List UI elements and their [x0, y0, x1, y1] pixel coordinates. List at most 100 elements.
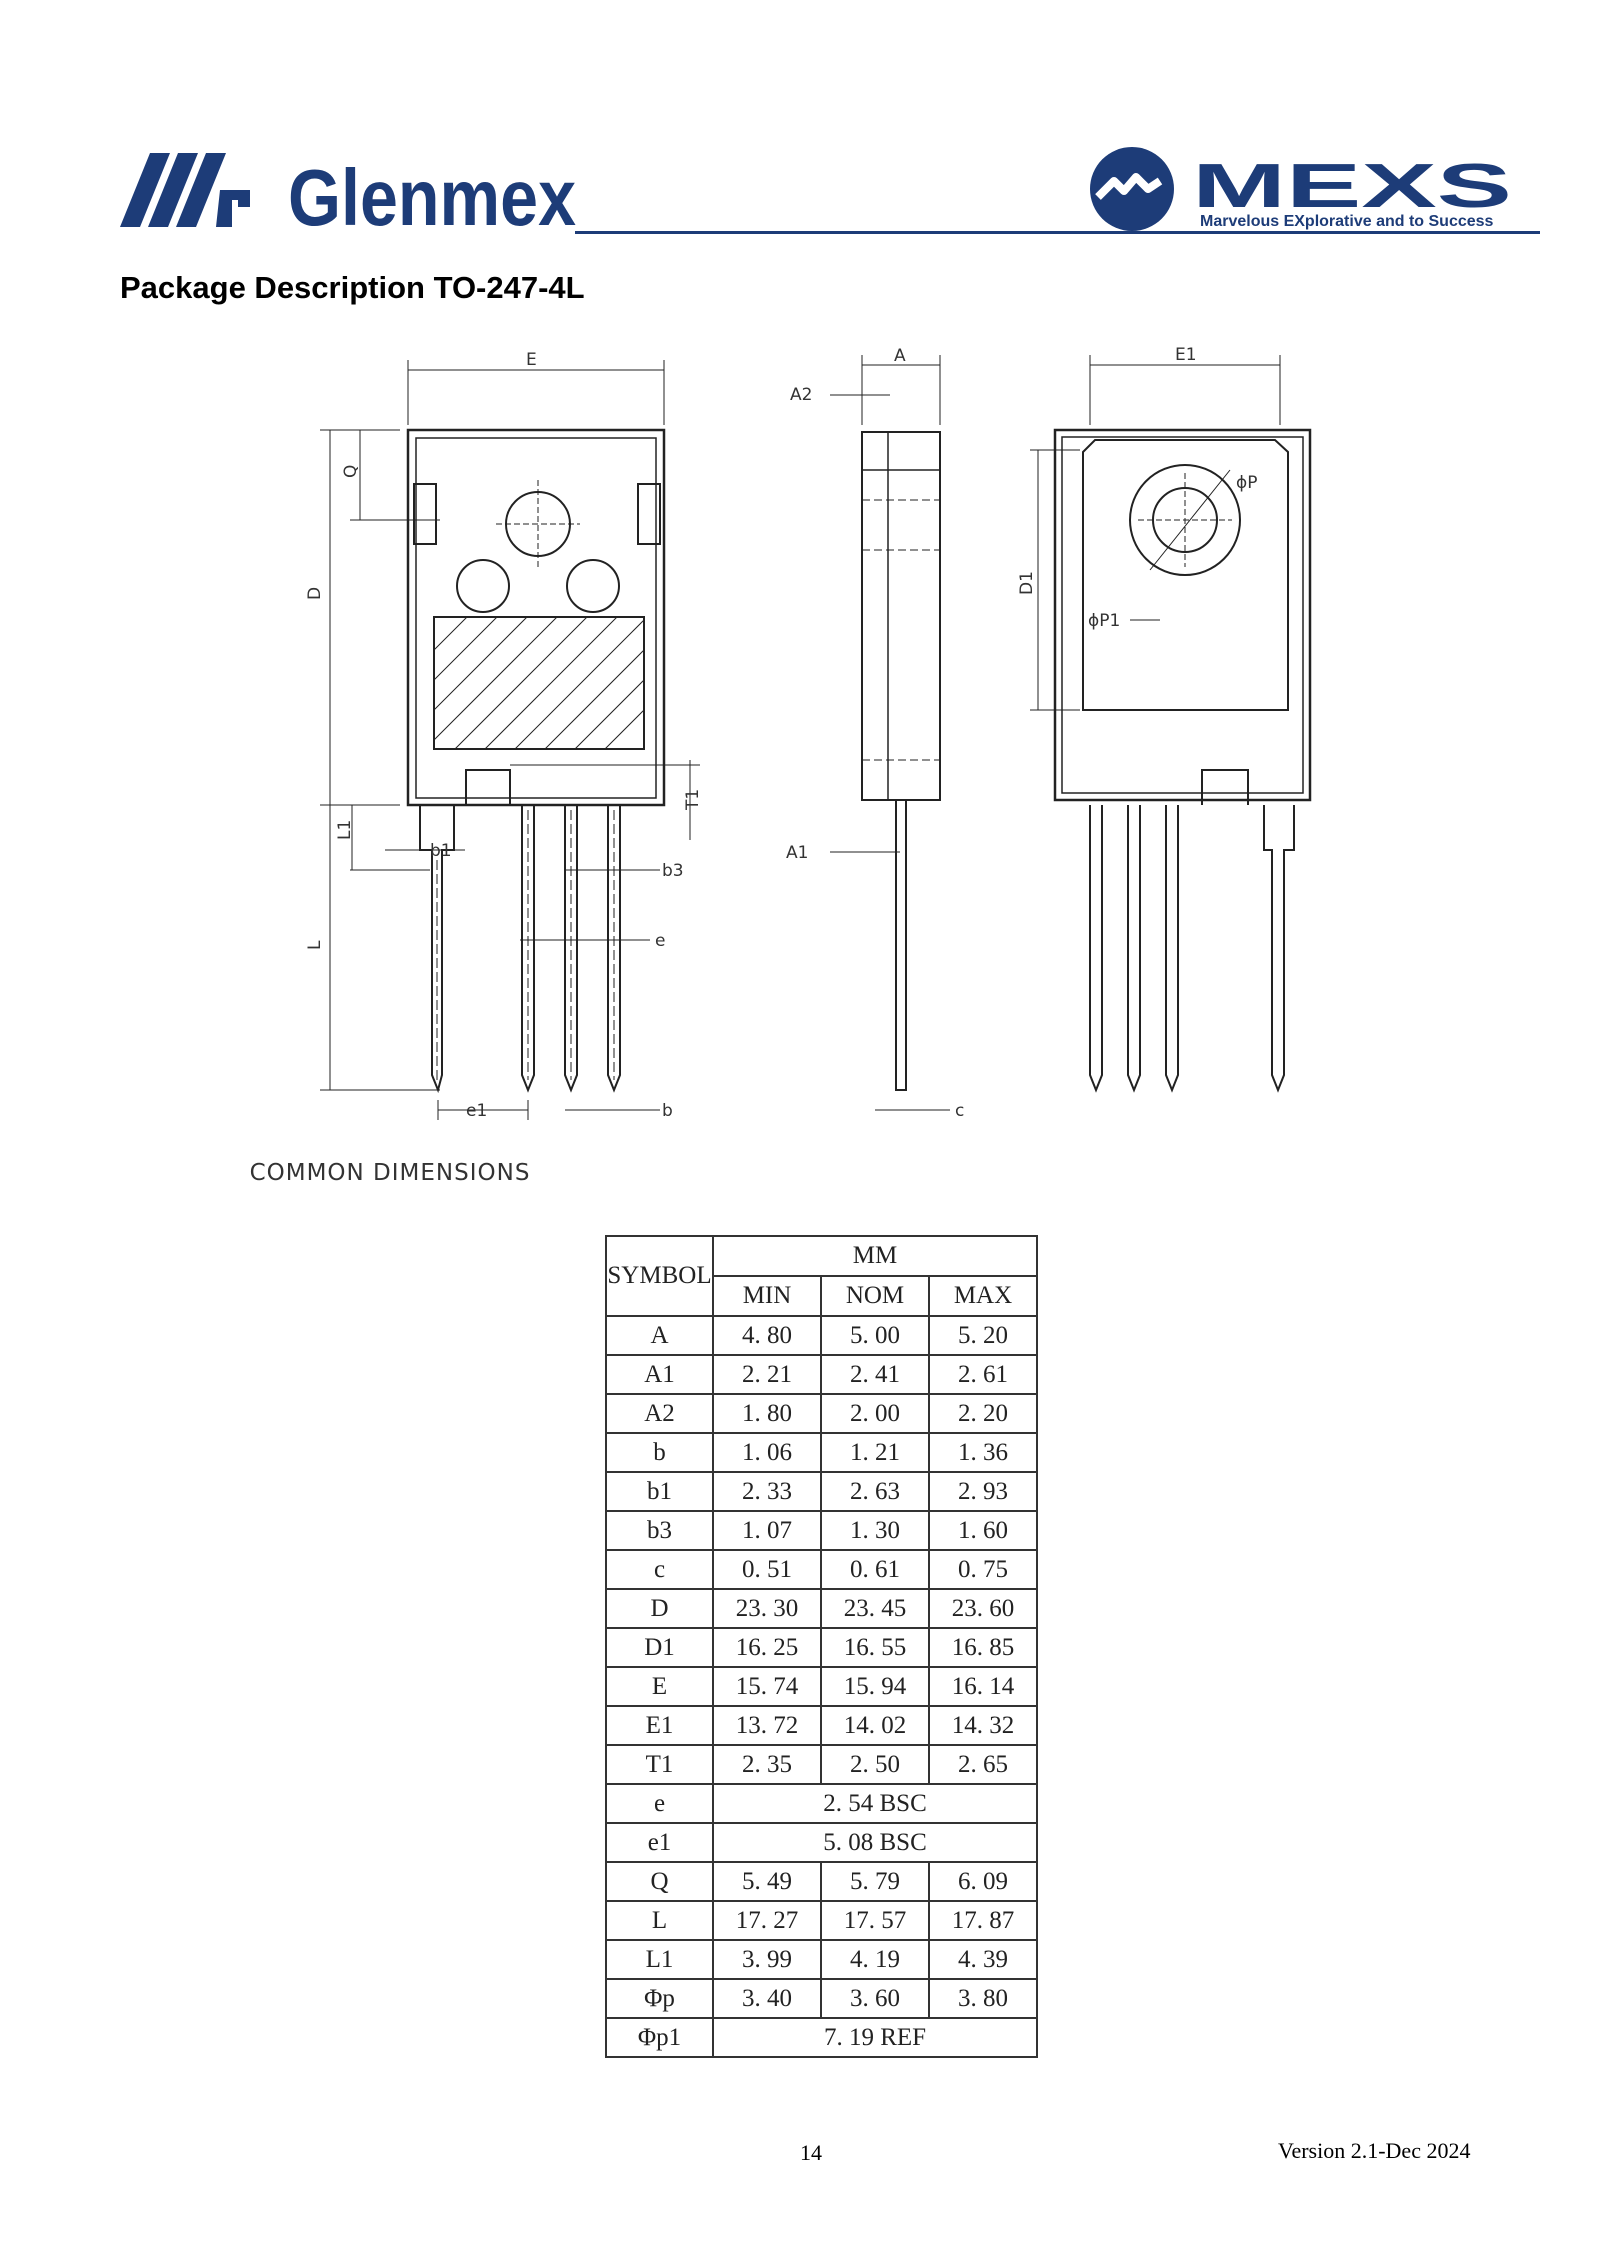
label-A1: A1 — [786, 843, 808, 863]
page-number: 14 — [800, 2140, 822, 2165]
cell-max: 1. 60 — [928, 1510, 1038, 1551]
cell-min: 1. 06 — [712, 1432, 822, 1473]
cell-span-value: 7. 19 REF — [712, 2017, 1038, 2058]
cell-symbol: c — [605, 1549, 714, 1590]
cell-symbol: b — [605, 1432, 714, 1473]
brand-right-text: MEXS — [1192, 152, 1512, 221]
cell-symbol: Φp1 — [605, 2017, 714, 2058]
col-header-nom: NOM — [820, 1275, 930, 1317]
label-b: b — [662, 1101, 673, 1121]
side-view: A A2 A1 c — [786, 346, 964, 1121]
cell-max: 2. 20 — [928, 1393, 1038, 1434]
mexs-globe-icon — [1090, 147, 1174, 231]
cell-min: 2. 21 — [712, 1354, 822, 1395]
cell-max: 3. 80 — [928, 1978, 1038, 2019]
cell-min: 2. 35 — [712, 1744, 822, 1785]
version-text: Version 2.1-Dec 2024 — [1278, 2138, 1471, 2163]
cell-max: 2. 65 — [928, 1744, 1038, 1785]
cell-symbol: D1 — [605, 1627, 714, 1668]
cell-nom: 17. 57 — [820, 1900, 930, 1941]
label-L1: L1 — [335, 820, 355, 840]
cell-max: 23. 60 — [928, 1588, 1038, 1629]
label-Q: Q — [341, 465, 361, 478]
cell-symbol: T1 — [605, 1744, 714, 1785]
cell-nom: 15. 94 — [820, 1666, 930, 1707]
cell-min: 3. 99 — [712, 1939, 822, 1980]
label-D: D — [305, 587, 325, 600]
section-title: Package Description TO-247-4L — [120, 270, 585, 305]
label-b1: b1 — [430, 841, 452, 861]
cell-symbol: L — [605, 1900, 714, 1941]
cell-nom: 2. 41 — [820, 1354, 930, 1395]
front-view: E D Q L1 L T1 b1 b3 e e1 b — [305, 350, 703, 1121]
label-L: L — [305, 940, 325, 950]
cell-nom: 2. 63 — [820, 1471, 930, 1512]
label-phiP: ϕP — [1236, 473, 1257, 493]
cell-min: 3. 40 — [712, 1978, 822, 2019]
cell-nom: 1. 30 — [820, 1510, 930, 1551]
cell-nom: 5. 00 — [820, 1315, 930, 1356]
label-phiP1: ϕP1 — [1088, 611, 1120, 631]
cell-max: 5. 20 — [928, 1315, 1038, 1356]
cell-symbol: E — [605, 1666, 714, 1707]
cell-nom: 23. 45 — [820, 1588, 930, 1629]
cell-min: 1. 80 — [712, 1393, 822, 1434]
label-e1: e1 — [466, 1101, 487, 1121]
label-E: E — [526, 350, 537, 370]
label-b3: b3 — [662, 861, 684, 881]
cell-nom: 4. 19 — [820, 1939, 930, 1980]
cell-nom: 14. 02 — [820, 1705, 930, 1746]
cell-max: 4. 39 — [928, 1939, 1038, 1980]
cell-symbol: Q — [605, 1861, 714, 1902]
cell-max: 2. 61 — [928, 1354, 1038, 1395]
cell-span-value: 5. 08 BSC — [712, 1822, 1038, 1863]
cell-symbol: D — [605, 1588, 714, 1629]
cell-nom: 3. 60 — [820, 1978, 930, 2019]
cell-min: 15. 74 — [712, 1666, 822, 1707]
label-D1: D1 — [1017, 571, 1037, 595]
brand-left-text: Glenmex — [288, 153, 576, 235]
table-header-row: SYMBOL MM — [605, 1235, 1038, 1317]
dimensions-caption: COMMON DIMENSIONS — [0, 1160, 1600, 1186]
cell-min: 4. 80 — [712, 1315, 822, 1356]
cell-nom: 0. 61 — [820, 1549, 930, 1590]
cell-symbol: A1 — [605, 1354, 714, 1395]
cell-min: 16. 25 — [712, 1627, 822, 1668]
cell-nom: 5. 79 — [820, 1861, 930, 1902]
cell-max: 2. 93 — [928, 1471, 1038, 1512]
cell-max: 14. 32 — [928, 1705, 1038, 1746]
cell-min: 1. 07 — [712, 1510, 822, 1551]
symbol-header: SYMBOL — [605, 1235, 714, 1317]
cell-symbol: b3 — [605, 1510, 714, 1551]
dimensions-caption-text: COMMON DIMENSIONS — [249, 1160, 531, 1186]
label-c: c — [955, 1101, 964, 1121]
glenmex-logo: Glenmex — [120, 145, 580, 235]
label-A: A — [894, 346, 906, 366]
label-A2: A2 — [790, 385, 812, 405]
cell-max: 16. 85 — [928, 1627, 1038, 1668]
cell-max: 6. 09 — [928, 1861, 1038, 1902]
cell-nom: 2. 00 — [820, 1393, 930, 1434]
unit-header: MM — [712, 1235, 1038, 1277]
cell-min: 5. 49 — [712, 1861, 822, 1902]
page-header: Glenmex MEXS Marvelous EXplorative and t… — [0, 0, 1600, 260]
cell-min: 23. 30 — [712, 1588, 822, 1629]
back-view: E1 D1 ϕP ϕP1 — [1017, 345, 1312, 1093]
cell-nom: 1. 21 — [820, 1432, 930, 1473]
cell-span-value: 2. 54 BSC — [712, 1783, 1038, 1824]
cell-nom: 2. 50 — [820, 1744, 930, 1785]
